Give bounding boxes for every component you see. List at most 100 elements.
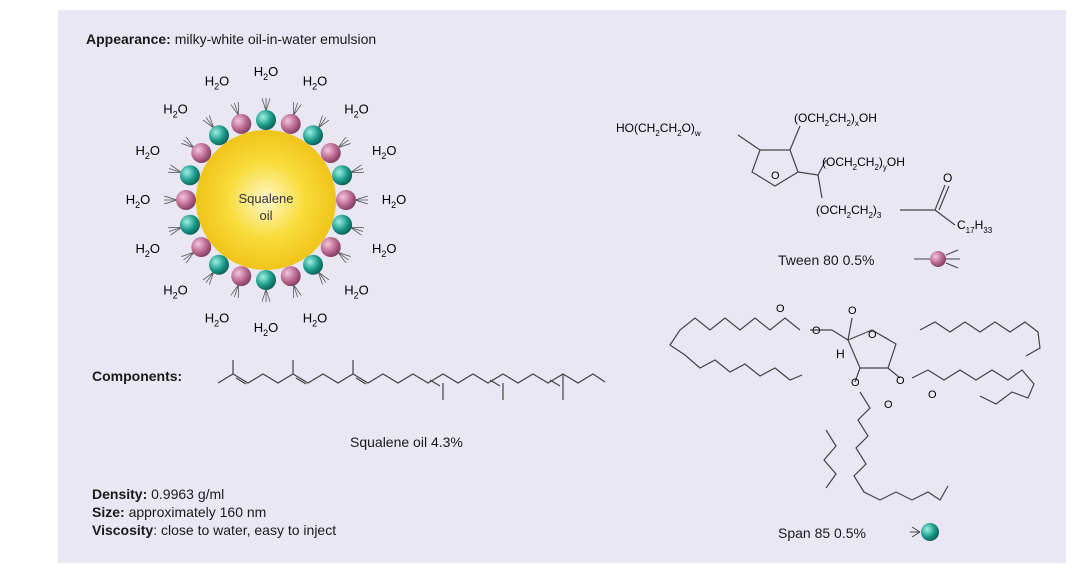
tween-bead	[231, 266, 252, 287]
span-bead	[179, 165, 200, 186]
span-o-ester1: O	[812, 325, 821, 337]
surfactant-tail	[183, 139, 195, 149]
surfactant-tail	[318, 271, 330, 281]
surfactant-tail	[183, 251, 195, 261]
surfactant-tail	[170, 164, 182, 173]
water-label: H2O	[344, 283, 369, 301]
water-label: H2O	[372, 241, 397, 259]
water-label: H2O	[163, 283, 188, 301]
surfactant-tail	[164, 199, 178, 205]
tween-carbonyl-o: O	[943, 171, 952, 185]
density-line: Density: 0.9963 g/ml	[92, 486, 224, 502]
tween-ho-chain: HO(CH2CH2O)w	[616, 121, 701, 138]
span-h-atom: H	[836, 347, 845, 361]
tween-bead	[191, 142, 212, 163]
tween-x-chain: (OCH2CH2)xOH	[794, 111, 877, 128]
span-bead	[208, 125, 229, 146]
surfactant-tail	[317, 271, 323, 285]
surfactant-tail	[202, 271, 214, 281]
tween-bead	[336, 190, 356, 210]
surfactant-tail	[205, 271, 215, 283]
surfactant-tail	[337, 252, 347, 264]
tween-legend-bead	[914, 249, 960, 269]
size-value: approximately 160 nm	[128, 504, 267, 520]
span-ring-o: O	[868, 329, 877, 341]
span-o-ester3: O	[896, 375, 905, 387]
span-bead	[256, 270, 276, 290]
emulsion-droplet	[164, 98, 368, 302]
surfactant-shell	[164, 98, 368, 302]
components-label: Components:	[92, 368, 183, 384]
span-bead	[332, 214, 353, 235]
water-label: H2O	[344, 101, 369, 119]
water-label: H2O	[254, 64, 279, 82]
surfactant-tail	[185, 252, 195, 264]
span-o-carbonyl1: O	[776, 303, 785, 315]
water-label: H2O	[382, 192, 407, 210]
surfactant-tail	[230, 284, 239, 296]
viscosity-line: Viscosity: close to water, easy to injec…	[92, 522, 336, 538]
tween-bead	[176, 190, 196, 210]
tween-tail: C17H33	[957, 218, 993, 235]
surfactant-tail	[337, 251, 351, 257]
span-o-carbonyl2: O	[884, 399, 893, 411]
surfactant-tail	[317, 271, 327, 283]
water-label: H2O	[303, 74, 328, 92]
surfactant-tail	[337, 139, 349, 149]
surfactant-tail	[293, 102, 298, 116]
water-label: H2O	[205, 74, 230, 92]
water-labels: H2O H2O H2O H2O H2O H2O H2O H2O H2O H2O H2O H2O H2O H…	[126, 64, 407, 338]
water-label: H2O	[372, 143, 397, 161]
surfactant-tail	[181, 251, 195, 257]
appearance-value: milky-white oil-in-water emulsion	[174, 31, 377, 47]
span-bead	[208, 254, 229, 275]
squalene-caption: Squalene oil 4.3%	[350, 434, 463, 450]
tween-bead	[191, 237, 212, 258]
surfactant-tail	[354, 195, 368, 201]
surfactant-tail	[234, 284, 239, 298]
water-label: H2O	[126, 192, 151, 210]
span-o-top: O	[848, 305, 857, 317]
surfactant-tail	[350, 164, 362, 173]
surfactant-tail	[209, 115, 215, 129]
surfactant-tail	[317, 115, 323, 129]
water-label: H2O	[135, 143, 160, 161]
surfactant-tail	[181, 143, 195, 149]
surfactant-tail	[293, 284, 302, 296]
appearance-label: Appearance:	[86, 31, 171, 47]
water-label: H2O	[254, 320, 279, 338]
surfactant-tail	[170, 227, 182, 236]
surfactant-tail	[230, 104, 239, 116]
surfactant-tail	[209, 271, 215, 285]
surfactant-tail	[350, 227, 364, 232]
span-bead	[332, 165, 353, 186]
span-bead	[303, 254, 324, 275]
tween-bead	[280, 266, 301, 287]
water-label: H2O	[205, 310, 230, 328]
surfactant-tail	[261, 288, 267, 302]
surfactant-tail	[202, 119, 214, 129]
tween-ring-o: O	[771, 170, 780, 182]
span-bead	[179, 214, 200, 235]
surfactant-tail	[350, 168, 364, 173]
surfactant-tail	[318, 119, 330, 129]
tween-caption: Tween 80 0.5%	[778, 252, 875, 268]
tween-y-chain: (OCH2CH2)yOH	[822, 155, 905, 172]
surfactant-tail	[293, 284, 298, 298]
surfactant-tail	[265, 98, 271, 112]
tween-bead	[320, 142, 341, 163]
span-o-carbonyl3: O	[928, 389, 937, 401]
tween-bead	[231, 113, 252, 134]
water-label: H2O	[303, 310, 328, 328]
surfactant-tail	[185, 136, 195, 148]
surfactant-tail	[168, 168, 182, 173]
span-bead	[256, 110, 276, 130]
span-o-ester2: O	[851, 377, 860, 389]
surfactant-tail	[350, 227, 362, 236]
span-caption: Span 85 0.5%	[778, 525, 866, 541]
surfactant-tail	[164, 195, 178, 201]
surfactant-tail	[354, 199, 368, 205]
surfactant-tail	[337, 143, 351, 149]
size-label: Size:	[92, 504, 125, 520]
